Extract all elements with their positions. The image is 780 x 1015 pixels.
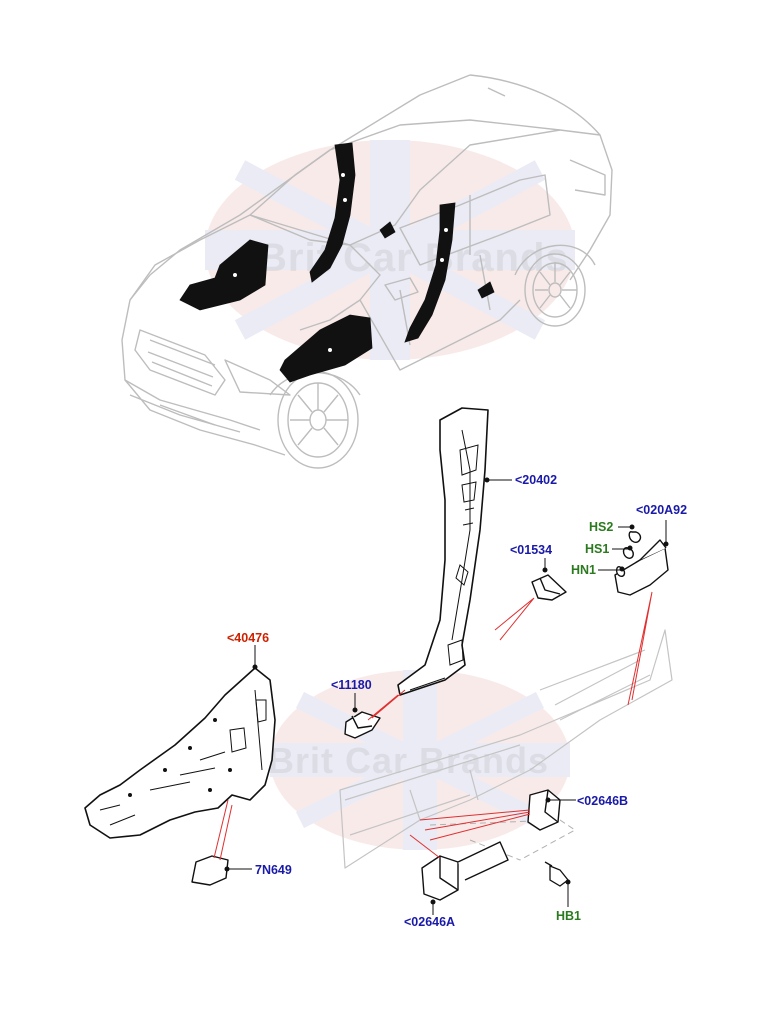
callout-020A92: <020A92 — [636, 503, 688, 517]
callout-11180: <11180 — [331, 678, 372, 692]
callout-7N649: 7N649 — [255, 863, 292, 877]
callout-01534: <01534 — [510, 543, 553, 557]
callout-02646A: <02646A — [404, 915, 456, 929]
callout-hs2: HS2 — [589, 520, 614, 534]
callout-20402: <20402 — [515, 473, 558, 487]
callout-40476: <40476 — [227, 631, 270, 645]
watermark-text-bottom: Brit Car Brands — [268, 740, 550, 781]
callout-hs1: HS1 — [585, 542, 610, 556]
callout-hn1: HN1 — [571, 563, 597, 577]
callout-02646B: <02646B — [577, 794, 629, 808]
callout-hb1: HB1 — [556, 909, 582, 923]
